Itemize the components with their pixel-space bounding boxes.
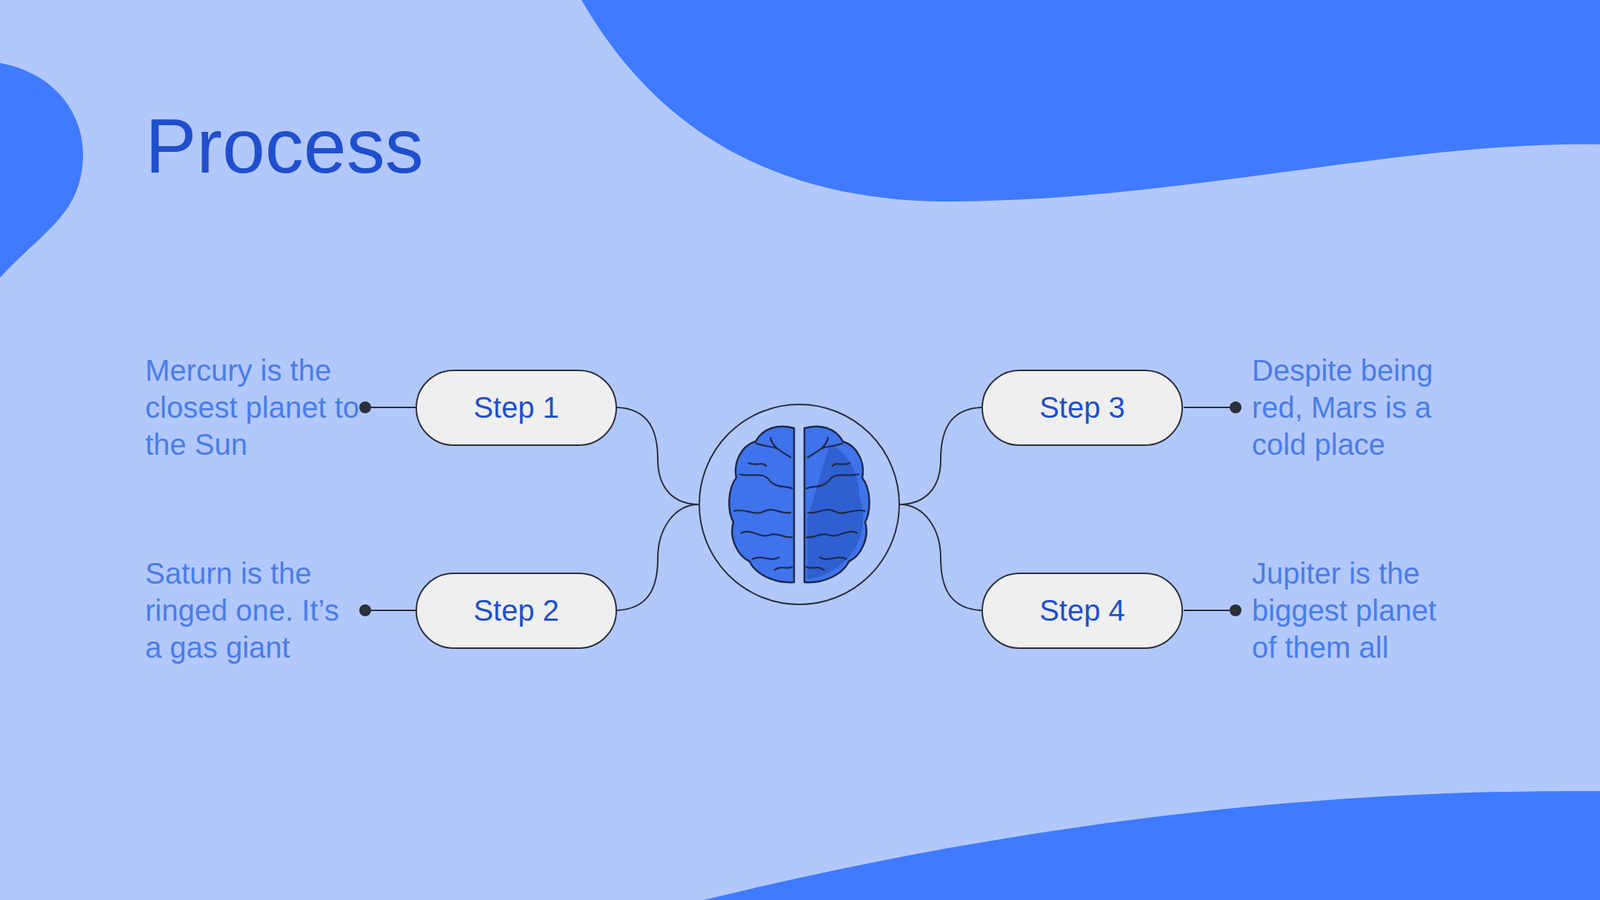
step-label: Step 1	[473, 391, 560, 425]
step-pill: Step 2	[415, 572, 618, 649]
step-pill: Step 4	[981, 572, 1183, 649]
top-blob	[581, 0, 1600, 202]
step-label: Step 3	[1039, 391, 1126, 425]
step-label: Step 4	[1039, 594, 1126, 628]
step-description: Jupiter is the biggest planet of them al…	[1251, 554, 1469, 666]
step-label: Step 2	[473, 594, 560, 628]
step-description: Saturn is the ringed one. It’s a gas gia…	[145, 554, 362, 666]
brain-circle	[699, 404, 900, 605]
bottom-wave	[703, 791, 1600, 900]
step-pill: Step 1	[415, 369, 618, 446]
step-description: Despite being red, Mars is a cold place	[1251, 351, 1469, 463]
step-pill: Step 3	[981, 369, 1183, 446]
left-blob	[0, 62, 83, 278]
step-description: Mercury is the closest planet to the Sun	[145, 351, 362, 463]
slide-title: Process	[145, 103, 424, 189]
brain-icon	[728, 426, 869, 583]
